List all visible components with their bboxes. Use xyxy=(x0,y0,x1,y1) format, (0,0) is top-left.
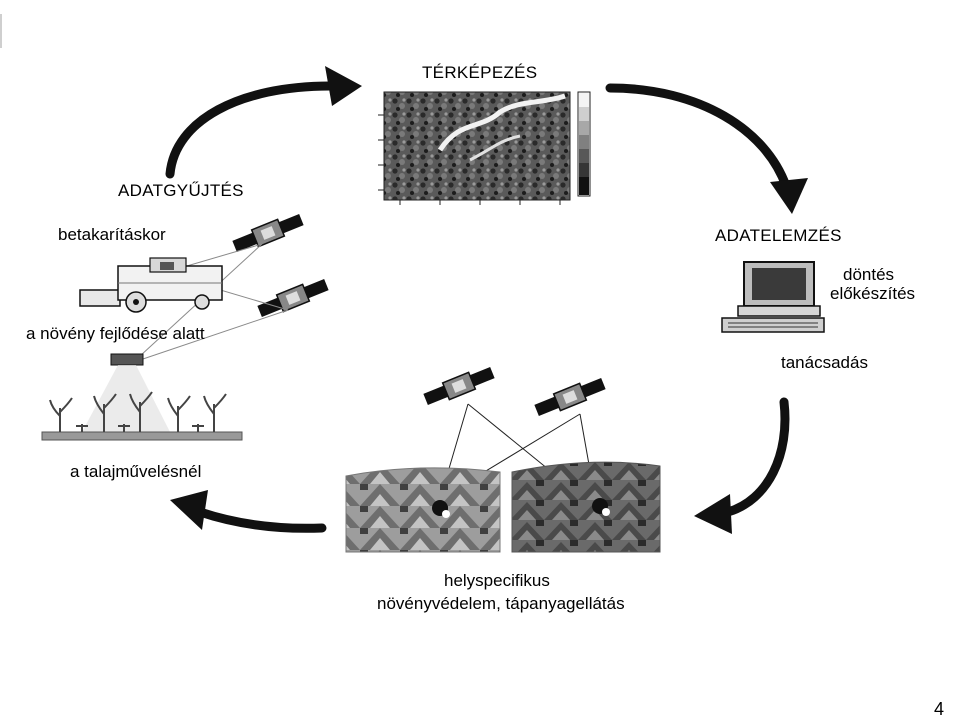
sensor-icon xyxy=(82,353,170,432)
decision-label-line1: döntés xyxy=(843,265,895,284)
cycle-arrow-collect-to-map xyxy=(165,66,362,179)
advisory-label: tanácsadás xyxy=(781,353,868,372)
collection-at-harvest-label: betakarításkor xyxy=(58,225,166,244)
page-number: 4 xyxy=(934,699,945,719)
satellite-icon xyxy=(257,278,329,318)
cycle-arrow-analysis-to-application xyxy=(694,397,790,534)
map-thumbnail-icon xyxy=(378,91,591,205)
decision-label-line2: előkészítés xyxy=(830,284,916,303)
satellite-icon xyxy=(534,377,606,417)
combine-harvester-icon xyxy=(79,257,223,313)
cycle-arrow-map-to-analysis xyxy=(605,83,808,214)
slide-edge-mark xyxy=(0,14,2,48)
cycle-arrow-application-to-collect xyxy=(170,490,327,533)
satellite-icon xyxy=(232,213,304,253)
crop-plant-icon xyxy=(41,391,243,441)
satellite-icon xyxy=(423,366,495,406)
field-map-icon xyxy=(511,461,661,553)
stage-data-analysis-label: ADATELEMZÉS xyxy=(715,226,842,245)
collection-during-growth-label: a növény fejlődése alatt xyxy=(26,324,205,343)
application-label-line2: növényvédelem, tápanyagellátás xyxy=(377,594,625,613)
computer-icon xyxy=(721,261,825,333)
stage-data-collection-label: ADATGYŰJTÉS xyxy=(118,181,244,200)
stage-mapping-label: TÉRKÉPEZÉS xyxy=(422,63,538,82)
field-map-icon xyxy=(345,467,501,553)
collection-at-tillage-label: a talajművelésnél xyxy=(70,462,202,481)
application-label-line1: helyspecifikus xyxy=(444,571,550,590)
